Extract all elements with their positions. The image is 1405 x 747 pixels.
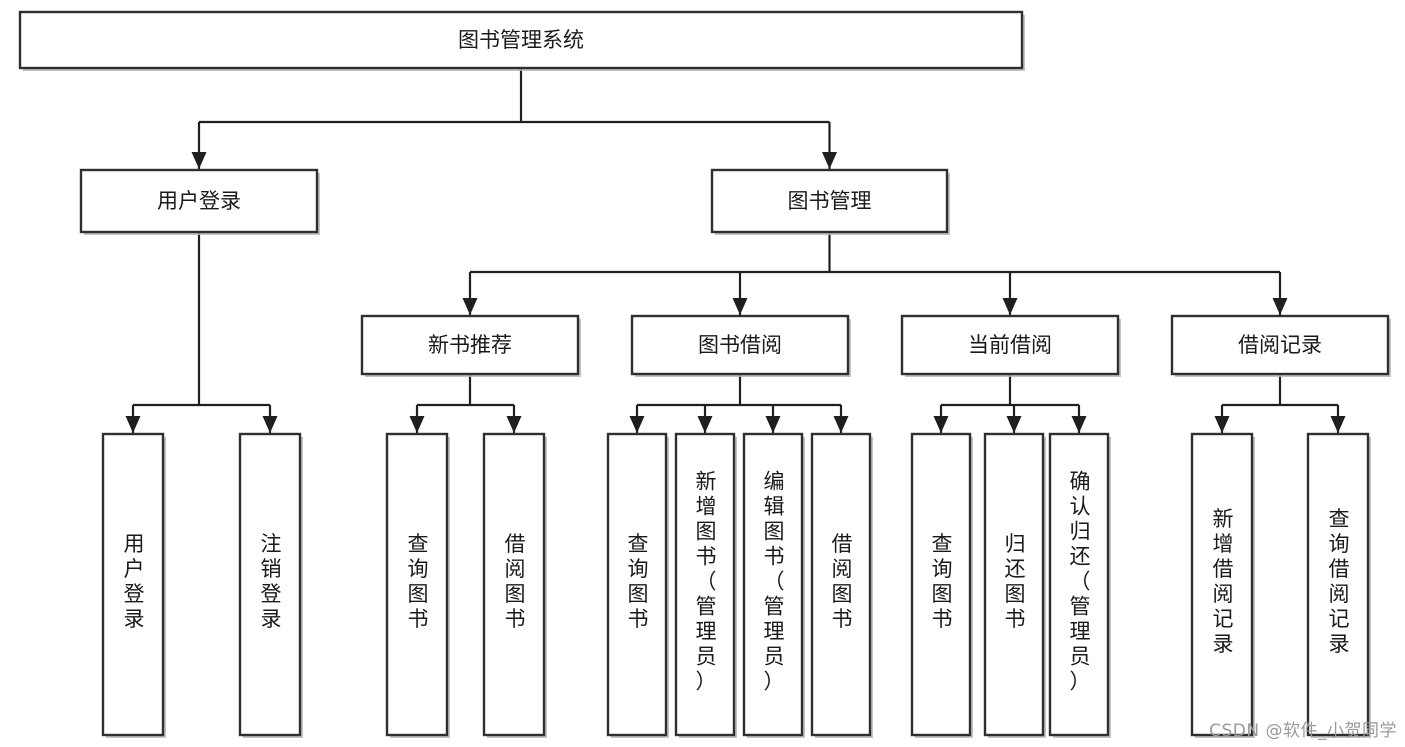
node-leaf-logout[interactable]: 注销登录 xyxy=(238,432,303,738)
node-leaf-add-book[interactable]: 新增图书（管理员） xyxy=(674,432,737,738)
node-label: 查询图书 xyxy=(932,532,953,631)
arrowhead-down-icon xyxy=(732,298,748,315)
node-leaf-user-login[interactable]: 用户登录 xyxy=(101,432,166,738)
node-leaf-query-book-1[interactable]: 查询图书 xyxy=(385,432,450,738)
node-leaf-query-book-2[interactable]: 查询图书 xyxy=(606,432,669,738)
node-label: 查询借阅记录 xyxy=(1329,507,1350,656)
arrowhead-down-icon xyxy=(1006,416,1022,433)
arrowhead-down-icon xyxy=(1002,298,1018,315)
node-label: 图书管理系统 xyxy=(458,28,584,52)
arrowhead-down-icon xyxy=(629,416,645,433)
arrowhead-down-icon xyxy=(1330,416,1346,433)
arrowhead-down-icon xyxy=(1272,298,1288,315)
node-leaf-edit-book[interactable]: 编辑图书（管理员） xyxy=(742,432,805,738)
node-leaf-borrow-book-1[interactable]: 借阅图书 xyxy=(482,432,547,738)
csdn-watermark: CSDN @软件_小贺同学 xyxy=(1209,721,1397,741)
node-label: 用户登录 xyxy=(124,532,145,631)
arrowhead-down-icon xyxy=(262,416,278,433)
arrowhead-down-icon xyxy=(933,416,949,433)
arrowhead-down-icon xyxy=(1214,416,1230,433)
node-label: 查询图书 xyxy=(628,532,649,631)
node-label: 图书管理 xyxy=(788,189,872,213)
node-label: 借阅记录 xyxy=(1238,333,1322,357)
node-label: 图书借阅 xyxy=(698,333,782,357)
node-label: 编辑图书（管理员） xyxy=(764,470,785,694)
node-book-manage[interactable]: 图书管理 xyxy=(710,168,950,235)
arrowhead-down-icon xyxy=(125,416,141,433)
connector-lines-layer xyxy=(125,68,1346,433)
node-leaf-add-record[interactable]: 新增借阅记录 xyxy=(1190,432,1255,738)
node-label: 确认归还（管理员） xyxy=(1070,470,1091,694)
node-root-图书管理系统[interactable]: 图书管理系统 xyxy=(18,10,1025,71)
node-user-login[interactable]: 用户登录 xyxy=(79,168,320,235)
node-label: 查询图书 xyxy=(408,532,429,631)
arrowhead-down-icon xyxy=(833,416,849,433)
node-label: 归还图书 xyxy=(1005,532,1026,631)
node-leaf-borrow-book-2[interactable]: 借阅图书 xyxy=(810,432,873,738)
node-label: 注销登录 xyxy=(261,532,282,631)
node-leaf-query-record[interactable]: 查询借阅记录 xyxy=(1306,432,1371,738)
arrowhead-down-icon xyxy=(822,152,837,169)
node-borrow-record[interactable]: 借阅记录 xyxy=(1170,314,1391,377)
node-leaf-confirm-return[interactable]: 确认归还（管理员） xyxy=(1048,432,1111,738)
node-label: 借阅图书 xyxy=(832,532,853,631)
arrowhead-down-icon xyxy=(409,416,425,433)
node-label: 借阅图书 xyxy=(505,532,526,631)
node-leaf-return-book[interactable]: 归还图书 xyxy=(983,432,1046,738)
arrowhead-down-icon xyxy=(462,298,478,315)
node-label: 用户登录 xyxy=(157,189,241,213)
node-new-book-recommend[interactable]: 新书推荐 xyxy=(360,314,581,377)
node-boxes-layer: 图书管理系统用户登录图书管理新书推荐图书借阅当前借阅借阅记录用户登录注销登录查询… xyxy=(18,10,1391,738)
arrowhead-down-icon xyxy=(1071,416,1087,433)
node-label: 当前借阅 xyxy=(968,333,1052,357)
arrowhead-down-icon xyxy=(765,416,781,433)
node-book-borrow[interactable]: 图书借阅 xyxy=(630,314,851,377)
node-label: 新增借阅记录 xyxy=(1213,507,1234,656)
node-leaf-query-book-3[interactable]: 查询图书 xyxy=(910,432,973,738)
node-label: 新书推荐 xyxy=(428,333,512,357)
arrowhead-down-icon xyxy=(191,152,207,169)
node-label: 新增图书（管理员） xyxy=(696,470,717,694)
arrowhead-down-icon xyxy=(697,416,713,433)
node-current-borrow[interactable]: 当前借阅 xyxy=(900,314,1121,377)
arrowhead-down-icon xyxy=(506,416,522,433)
